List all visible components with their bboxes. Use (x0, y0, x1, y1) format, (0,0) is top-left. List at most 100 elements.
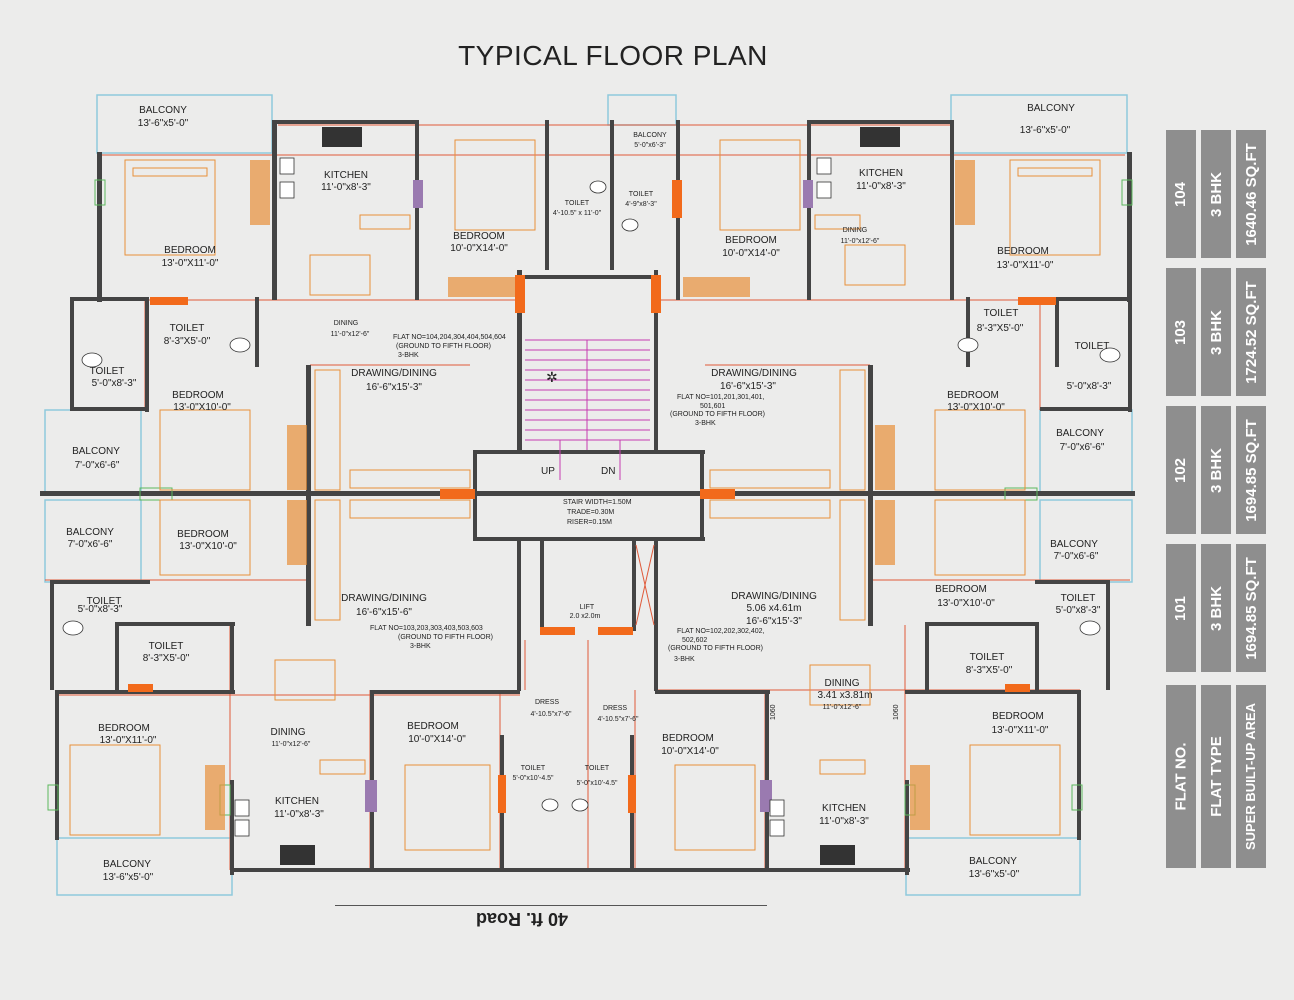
balcony-l1-dim: 7'-0"x6'-6" (75, 460, 120, 471)
bedroom-l1-label: BEDROOM (172, 390, 224, 401)
flat-note-tr-1: FLAT NO=101,201,301,401, (677, 394, 765, 401)
balcony-r2-label: BALCONY (1050, 539, 1098, 550)
bedroom-r1-label: BEDROOM (947, 390, 999, 401)
drawing-br-dim: 16'-6"x15'-3" (746, 616, 802, 627)
bedroom-bc-dim: 10'-0"X14'-0" (408, 734, 466, 745)
dining-bl-dim: 11'-0"x12'-6" (272, 741, 311, 748)
legend-type-102: 3 BHK (1201, 406, 1231, 534)
legend-no-103: 103 (1166, 268, 1196, 396)
legend-area-102: 1694.85 SQ.FT (1236, 406, 1266, 534)
toilet-r2-dim: 5'-0"x8'-3" (1067, 381, 1112, 392)
drawing-tl-label: DRAWING/DINING (351, 368, 437, 379)
bedroom-bl-label: BEDROOM (98, 723, 150, 734)
legend-type-104: 3 BHK (1201, 130, 1231, 258)
stair-dn-label: DN (601, 466, 615, 477)
kitchen-tl-dim: 11'-0"x8'-3" (321, 182, 371, 193)
dining-tl-label: DINING (334, 320, 359, 327)
stair-riser-note: RISER=0.15M (567, 519, 612, 526)
legend-type-101: 3 BHK (1201, 544, 1231, 672)
balcony-tl-dim: 13'-6"x5'-0" (138, 118, 189, 129)
bedroom-l2-label: BEDROOM (177, 529, 229, 540)
toilet-tc2-label: TOILET (629, 191, 654, 198)
dim-1060-left: 1060 (770, 704, 777, 720)
toilet-l1-dim: 8'-3"X5'-0" (164, 336, 211, 347)
bedroom-tr-dim: 13'-0"X11'-0" (997, 260, 1054, 271)
legend-area-101: 1694.85 SQ.FT (1236, 544, 1266, 672)
balcony-tl-label: BALCONY (139, 105, 187, 116)
toilet-tc2-dim: 4'-9"x8'-3" (625, 201, 657, 208)
toilet-r2-label: TOILET (1075, 341, 1110, 352)
kitchen-bl-label: KITCHEN (275, 796, 319, 807)
balcony-r1-label: BALCONY (1056, 428, 1104, 439)
flat-note-tr-2: 501,601 (700, 403, 725, 410)
stair-notes: UP DN STAIR WIDTH=1.50M TRADE=0.30M RISE… (541, 369, 900, 720)
balcony-l2-label: BALCONY (66, 527, 114, 538)
fan-icon: ✲ (546, 369, 558, 385)
dining-tl-dim: 11'-0"x12'-6" (331, 331, 370, 338)
kitchen-tl-label: KITCHEN (324, 170, 368, 181)
fixtures (62, 127, 1121, 865)
plan-title: TYPICAL FLOOR PLAN (458, 40, 768, 71)
dress-l-label: DRESS (535, 699, 559, 706)
flat-note-bl-3: 3-BHK (410, 643, 431, 650)
bedroom-bc2-dim: 10'-0"X14'-0" (661, 746, 719, 757)
toilet-r1-label: TOILET (984, 308, 1019, 319)
furniture (274, 214, 906, 775)
dim-1060-right: 1060 (893, 704, 900, 720)
balcony-tc-dim: 5'-0"x6'-3" (634, 142, 666, 149)
flat-note-br-2: 502,602 (682, 637, 707, 644)
bedroom-r2-label: BEDROOM (935, 584, 987, 595)
balcony-bl-label: BALCONY (103, 859, 151, 870)
beds (69, 139, 1101, 851)
legend-no-104: 104 (1166, 130, 1196, 258)
bedroom-tr-label: BEDROOM (997, 246, 1049, 257)
wardrobes (205, 160, 975, 830)
balcony-br-dim: 13'-6"x5'-0" (969, 869, 1020, 880)
stair-up-label: UP (541, 466, 555, 477)
drawing-tr-dim: 16'-6"x15'-3" (720, 381, 776, 392)
drawing-br-dim-m: 5.06 x4.61m (746, 603, 801, 614)
bedroom-r2-dim: 13'-0"X10'-0" (937, 598, 995, 609)
room-lines (45, 124, 1130, 871)
stair-width-note: STAIR WIDTH=1.50M (563, 499, 632, 506)
toilet-b1-label: TOILET (521, 765, 546, 772)
lift-shaft (635, 544, 655, 626)
flat-note-bl-1: FLAT NO=103,203,303,403,503,603 (370, 625, 483, 632)
balcony-br-label: BALCONY (969, 856, 1017, 867)
toilet-b1-dim: 5'-0"x10'-4.5" (512, 775, 554, 782)
flat-note-tl-2: (GROUND TO FIFTH FLOOR) (396, 343, 491, 350)
staircase (525, 339, 650, 480)
balcony-l1-label: BALCONY (72, 446, 120, 457)
room-labels: BALCONY 13'-6"x5'-0" KITCHEN 11'-0"x8'-3… (66, 103, 1112, 883)
dress-r-dim: 4'-10.5"x7'-6" (597, 716, 639, 723)
bedroom-bc2-label: BEDROOM (662, 733, 714, 744)
flat-note-tl-3: 3-BHK (398, 352, 419, 359)
kitchen-tr-dim: 11'-0"x8'-3" (856, 181, 906, 192)
bedroom-br-dim: 13'-0"X11'-0" (992, 725, 1049, 736)
dining-br-dim-m: 3.41 x3.81m (817, 690, 872, 701)
drawing-tr-label: DRAWING/DINING (711, 368, 797, 379)
legend-area-104: 1640.46 SQ.FT (1236, 130, 1266, 258)
bedroom-tl-dim: 13'-0"X11'-0" (162, 258, 219, 269)
drawing-tl-dim: 16'-6"x15'-3" (366, 382, 422, 393)
flat-note-tr-4: 3-BHK (695, 420, 716, 427)
flat-note-br-4: 3-BHK (674, 656, 695, 663)
legend-header-area: SUPER BUILT-UP AREA (1236, 685, 1266, 868)
toilet-l4-dim: 8'-3"X5'-0" (143, 653, 190, 664)
legend-area-103: 1724.52 SQ.FT (1236, 268, 1266, 396)
balcony-tr-label: BALCONY (1027, 103, 1075, 114)
bedroom-l1-dim: 13'-0"X10'-0" (173, 402, 231, 413)
legend-no-102: 102 (1166, 406, 1196, 534)
flat-note-br-1: FLAT NO=102,202,302,402, (677, 628, 765, 635)
bedroom-tc2-dim: 10'-0"X14'-0" (722, 248, 780, 259)
drawing-bl-label: DRAWING/DINING (341, 593, 427, 604)
toilet-tc-label: TOILET (565, 200, 590, 207)
toilet-b2-dim: 5'-0"x10'-4.5" (576, 780, 618, 787)
toilet-tc-dim: 4'-10.5" x 11'-0" (553, 210, 602, 217)
bedroom-tc2-label: BEDROOM (725, 235, 777, 246)
flat-note-tr-3: (GROUND TO FIFTH FLOOR) (670, 411, 765, 418)
drawing-bl-dim: 16'-6"x15'-6" (356, 607, 412, 618)
bedroom-tl-label: BEDROOM (164, 245, 216, 256)
windows (47, 179, 1133, 816)
